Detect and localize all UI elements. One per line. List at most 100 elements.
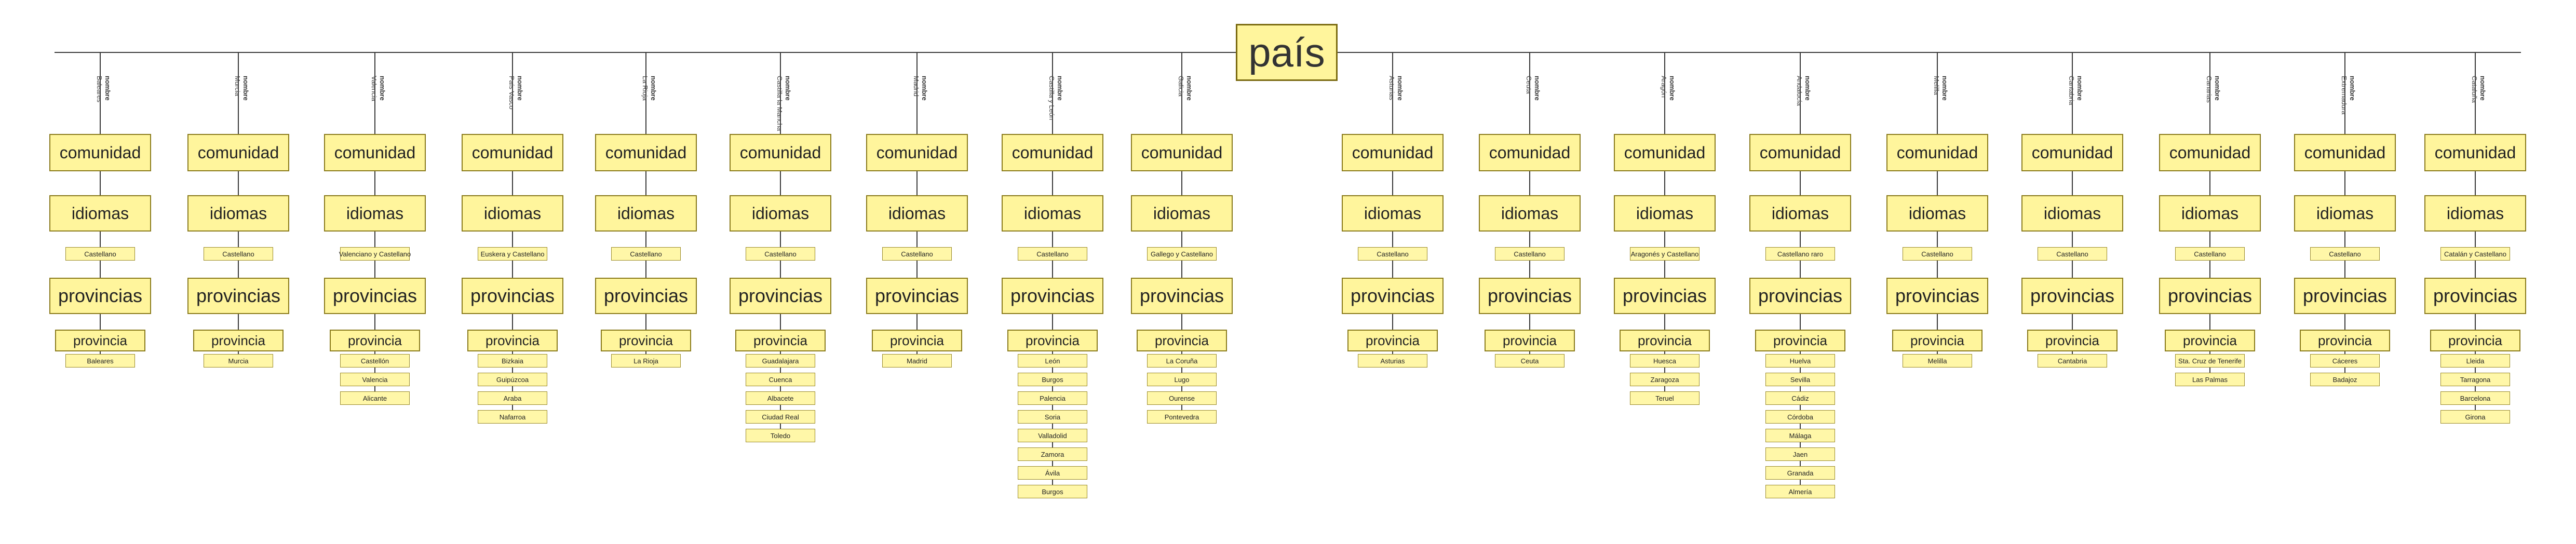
province-leaf: Cáceres (2310, 354, 2380, 368)
community-name-value: Baleares (96, 76, 103, 103)
community-name-value: Canarias (2205, 76, 2213, 103)
province-leaf: Jaen (1765, 447, 1835, 461)
comunidad-node: comunidad (2294, 134, 2396, 171)
province-leaf: Nafarroa (478, 410, 547, 424)
provincias-node: provincias (1749, 278, 1851, 314)
idiomas-node: idiomas (462, 195, 563, 232)
province-leaf: La Coruña (1147, 354, 1217, 368)
province-leaf: Teruel (1630, 391, 1700, 405)
root-node-pais: país (1236, 24, 1338, 81)
province-leaf: Ceuta (1495, 354, 1565, 368)
provincias-node: provincias (187, 278, 289, 314)
province-leaf: Sevilla (1765, 373, 1835, 386)
province-leaf: León (1018, 354, 1087, 368)
province-leaf: Soria (1018, 410, 1087, 424)
community-name-value: Valencia (370, 76, 378, 101)
community-name-value: Castilla la Mancha (776, 76, 784, 131)
province-leaf: La Rioja (611, 354, 681, 368)
provincia-node: provincia (1755, 330, 1845, 351)
language-leaf: Castellano (611, 247, 681, 261)
comunidad-node: comunidad (1614, 134, 1716, 171)
community-name-value: Extremadura (2340, 76, 2348, 115)
nombre-key-label: nombre (1533, 76, 1541, 101)
comunidad-node: comunidad (2424, 134, 2526, 171)
province-leaf: Albacete (746, 391, 815, 405)
comunidad-node: comunidad (462, 134, 563, 171)
nombre-key-label: nombre (379, 76, 386, 101)
comunidad-node: comunidad (2021, 134, 2123, 171)
province-leaf: Alicante (340, 391, 410, 405)
idiomas-node: idiomas (1002, 195, 1103, 232)
comunidad-node: comunidad (1002, 134, 1103, 171)
nombre-key-label: nombre (650, 76, 657, 101)
province-leaf: Guadalajara (746, 354, 815, 368)
community-name-value: Cantabria (2068, 76, 2075, 105)
provincias-node: provincias (1479, 278, 1581, 314)
province-leaf: Araba (478, 391, 547, 405)
community-name-value: Galicia (1177, 76, 1185, 97)
provincia-node: provincia (1137, 330, 1227, 351)
language-leaf: Castellano (1358, 247, 1427, 261)
idiomas-node: idiomas (49, 195, 151, 232)
nombre-key-label: nombre (1185, 76, 1193, 101)
language-leaf: Castellano (65, 247, 135, 261)
comunidad-node: comunidad (187, 134, 289, 171)
idiomas-node: idiomas (595, 195, 697, 232)
community-name-value: Madrid (912, 76, 920, 97)
language-leaf: Castellano (1903, 247, 1972, 261)
province-leaf: Murcia (204, 354, 273, 368)
province-leaf: Pontevedra (1147, 410, 1217, 424)
province-leaf: Girona (2440, 410, 2510, 424)
idiomas-node: idiomas (2294, 195, 2396, 232)
province-leaf: Las Palmas (2175, 373, 2245, 386)
provincias-node: provincias (324, 278, 426, 314)
community-name-value: Ceuta (1525, 76, 1533, 94)
community-name-value: Melilla (1933, 76, 1940, 95)
province-leaf: Castellón (340, 354, 410, 368)
provincias-node: provincias (49, 278, 151, 314)
nombre-key-label: nombre (1396, 76, 1404, 101)
idiomas-node: idiomas (1614, 195, 1716, 232)
provincias-node: provincias (2159, 278, 2261, 314)
province-leaf: Barcelona (2440, 391, 2510, 405)
comunidad-node: comunidad (1342, 134, 1444, 171)
province-leaf: Burgos (1018, 485, 1087, 498)
nombre-key-label: nombre (784, 76, 792, 101)
province-leaf: Cantabria (2038, 354, 2107, 368)
idiomas-node: idiomas (324, 195, 426, 232)
province-leaf: Málaga (1765, 429, 1835, 442)
province-leaf: Lleida (2440, 354, 2510, 368)
language-leaf: Castellano (204, 247, 273, 261)
province-leaf: Bizkaia (478, 354, 547, 368)
nombre-key-label: nombre (1941, 76, 1949, 101)
province-leaf: Guipúzcoa (478, 373, 547, 386)
province-leaf: Sta. Cruz de Tenerife (2175, 354, 2245, 368)
community-name-value: La Rioja (641, 76, 649, 101)
province-leaf: Ourense (1147, 391, 1217, 405)
province-leaf: Granada (1765, 466, 1835, 480)
nombre-key-label: nombre (516, 76, 524, 101)
provincia-node: provincia (2027, 330, 2118, 351)
language-leaf: Euskera y Castellano (478, 247, 547, 261)
provincia-node: provincia (2300, 330, 2390, 351)
province-leaf: Huelva (1765, 354, 1835, 368)
nombre-key-label: nombre (2349, 76, 2356, 101)
provincias-node: provincias (730, 278, 831, 314)
language-leaf: Aragonés y Castellano (1630, 247, 1700, 261)
community-name-value: Aragón (1660, 76, 1668, 98)
language-leaf: Catalán y Castellano (2440, 247, 2510, 261)
idiomas-node: idiomas (2424, 195, 2526, 232)
idiomas-node: idiomas (1749, 195, 1851, 232)
province-leaf: Asturias (1358, 354, 1427, 368)
province-leaf: Tarragona (2440, 373, 2510, 386)
provincia-node: provincia (1347, 330, 1438, 351)
